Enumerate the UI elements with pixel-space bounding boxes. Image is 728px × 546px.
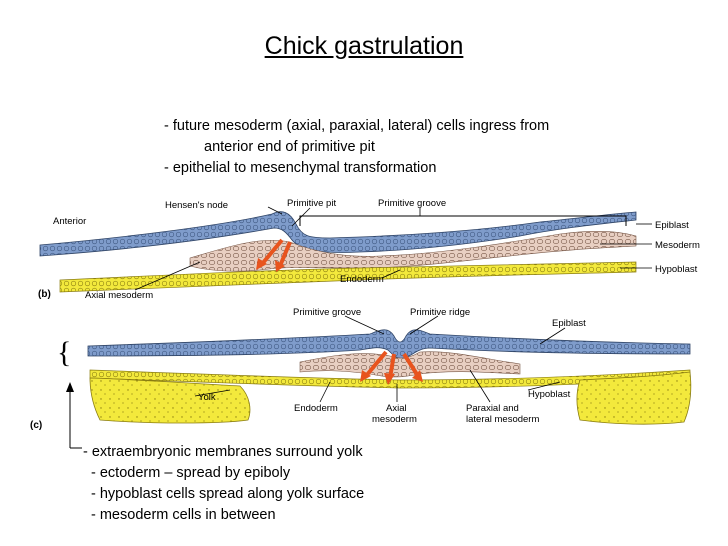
ingression-arrow: [364, 350, 388, 378]
label-axial-mesoderm: Axial mesoderm: [85, 290, 153, 301]
label-endoderm: Endoderm: [294, 403, 338, 414]
label-primitive-groove: Primitive groove: [378, 198, 446, 209]
arrowhead-icon: [256, 258, 267, 270]
panel-c-label: (c): [30, 420, 42, 431]
panel-b-label: (b): [38, 289, 51, 300]
arrowhead-icon: [360, 370, 371, 382]
label-mesoderm: Mesoderm: [655, 240, 700, 251]
ingression-arrow: [278, 241, 292, 267]
bullet-subitem: - mesoderm cells in between: [91, 507, 276, 523]
leader-line: [527, 381, 561, 391]
arrowhead-icon: [412, 370, 423, 382]
leader-line: [134, 261, 201, 291]
label-hypoblast: Hypoblast: [655, 264, 698, 275]
top-bullet-list: - future mesoderm (axial, paraxial, late…: [164, 116, 549, 179]
bullet-item: - epithelial to mesenchymal transformati…: [164, 160, 437, 176]
label-anterior: Anterior: [53, 216, 86, 227]
page-title: Chick gastrulation: [264, 32, 464, 60]
leader-line: [381, 269, 401, 279]
primitive-groove-bracket: [299, 215, 627, 226]
arrowhead-icon: [384, 373, 395, 385]
bullet-item: - future mesoderm (axial, paraxial, late…: [164, 118, 550, 134]
leader-line: [267, 206, 283, 215]
bullet-subitem: - ectoderm – spread by epiboly: [91, 465, 291, 481]
leader-line: [344, 315, 385, 335]
leader-line: [291, 207, 311, 227]
hypoblast-layer-b: [59, 261, 637, 293]
ingression-arrow: [402, 352, 420, 378]
arrowhead-icon: [275, 260, 285, 272]
label-epiblast: Epiblast: [655, 220, 689, 231]
panel-b-diagram: Hensen's node Primitive pit Primitive gr…: [38, 198, 700, 301]
label-hypoblast: Hypoblast: [528, 389, 571, 400]
leader-line: [194, 389, 231, 397]
label-primitive-pit: Primitive pit: [287, 198, 336, 209]
label-axial-mesoderm: mesoderm: [372, 414, 417, 425]
label-axial: Axial: [386, 403, 407, 414]
label-hensens-node: Hensen's node: [165, 200, 228, 211]
mesoderm-layer-b: [189, 230, 637, 272]
label-lateral-mesoderm: lateral mesoderm: [466, 414, 539, 425]
leader-line: [539, 327, 566, 345]
arrowhead-icon: [66, 382, 74, 392]
label-paraxial: Paraxial and: [466, 403, 519, 414]
label-endoderm: Endoderm: [340, 274, 384, 285]
epiblast-layer-c: [87, 329, 691, 359]
leader-line: [319, 381, 331, 403]
epiblast-layer-b: [39, 211, 637, 257]
leader-line: [469, 369, 491, 403]
label-yolk: Yolk: [198, 392, 216, 403]
label-primitive-groove: Primitive groove: [293, 307, 361, 318]
yolk-left: [89, 377, 251, 424]
leader-line: [409, 315, 439, 335]
label-primitive-ridge: Primitive ridge: [410, 307, 470, 318]
brace-icon: {: [57, 336, 72, 369]
panel-c-diagram: Primitive groove Primitive ridge Epiblas…: [30, 307, 692, 449]
bullet-subitem: - hypoblast cells spread along yolk surf…: [91, 486, 365, 502]
ingression-arrow: [260, 238, 284, 266]
label-epiblast: Epiblast: [552, 318, 586, 329]
bottom-bullet-list: - extraembryonic membranes surround yolk…: [83, 442, 364, 526]
bullet-item-continuation: anterior end of primitive pit: [204, 139, 375, 155]
bullet-item: - extraembryonic membranes surround yolk: [83, 444, 363, 460]
yolk-right: [576, 371, 692, 425]
